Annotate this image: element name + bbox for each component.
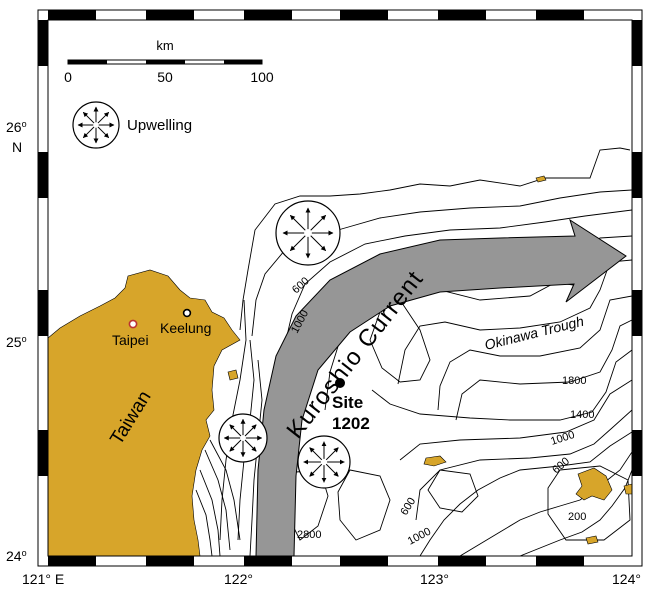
bathymetry-contours xyxy=(219,147,632,556)
lat-label-26: 26o xyxy=(6,119,27,135)
city-keelung: Keelung xyxy=(160,308,211,336)
city-taipei: Taipei xyxy=(112,319,149,348)
lat-label-24: 24o xyxy=(6,548,27,564)
scale-tick-100: 100 xyxy=(250,69,274,85)
island xyxy=(227,369,239,381)
scale-tick-0: 0 xyxy=(64,69,72,85)
site-label-line1: Site xyxy=(332,393,363,412)
contour-label: 1800 xyxy=(562,375,586,387)
legend-upwelling-label: Upwelling xyxy=(127,117,192,134)
lat-label-n: N xyxy=(12,139,22,155)
longitude-labels: 121° E 122° 123° 124° xyxy=(22,571,641,587)
slope-contours xyxy=(195,439,241,556)
upwelling-icon xyxy=(218,413,268,463)
lat-label-25: 25o xyxy=(6,334,27,350)
island xyxy=(585,535,599,545)
island xyxy=(575,467,613,501)
taiwan-landmass xyxy=(48,269,241,556)
contour-label: 2800 xyxy=(297,529,321,541)
scale-bar: km 0 50 100 xyxy=(64,38,274,85)
site-1202-marker: Site 1202 xyxy=(332,378,370,433)
site-label-line2: 1202 xyxy=(332,414,370,433)
upwelling-icon xyxy=(297,435,351,489)
scale-bar-unit: km xyxy=(156,38,173,53)
lon-label-124: 124° xyxy=(612,571,641,587)
upwelling-icon xyxy=(275,200,341,266)
lon-label-123: 123° xyxy=(420,571,449,587)
place-label-keelung: Keelung xyxy=(160,320,211,336)
upwelling-icon xyxy=(72,101,120,149)
island xyxy=(623,483,632,495)
island xyxy=(535,175,547,183)
place-label-taipei: Taipei xyxy=(112,332,149,348)
lon-label-122: 122° xyxy=(224,571,253,587)
scale-tick-50: 50 xyxy=(157,69,173,85)
contour-label: 200 xyxy=(568,511,586,523)
contour-label: 1400 xyxy=(570,409,594,421)
map-frame xyxy=(37,9,643,567)
kuroshio-current-arrow xyxy=(255,218,627,556)
lon-label-121: 121° E xyxy=(22,571,64,587)
island xyxy=(423,455,447,467)
latitude-labels: 24o 25o 26o N xyxy=(6,119,27,564)
